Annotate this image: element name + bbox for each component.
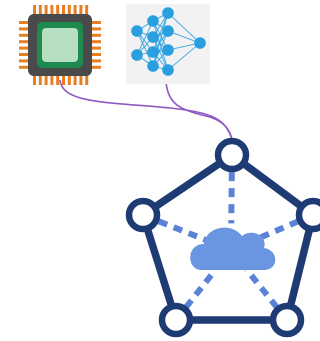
neuron	[147, 31, 159, 43]
network-node	[158, 302, 194, 338]
network-spoke	[228, 172, 235, 224]
network-spokes	[157, 172, 300, 310]
cpu-pin	[19, 59, 31, 63]
neural-connection	[136, 30, 154, 67]
cpu-pin	[89, 21, 101, 24]
cloud-icon	[190, 227, 276, 270]
cpu-pin	[19, 27, 31, 31]
neuron	[162, 44, 174, 56]
cpu-core-highlight	[42, 28, 78, 62]
neural-network-neurons	[131, 7, 206, 76]
cpu-pin	[56, 73, 60, 85]
neuron	[194, 37, 206, 49]
network-node	[295, 197, 320, 233]
network-spoke	[244, 267, 280, 310]
cpu-pin	[38, 5, 42, 17]
neural-connection	[152, 30, 169, 67]
cpu-pin	[73, 5, 77, 17]
cpu-pin	[33, 73, 36, 85]
network-nodes	[125, 137, 320, 338]
cpu-pin	[38, 73, 42, 85]
cpu-pin	[50, 73, 54, 85]
neuron	[162, 64, 174, 76]
cpu-pin	[19, 21, 31, 24]
cpu-pin	[50, 5, 54, 17]
cpu-pin	[89, 53, 101, 56]
neuron	[131, 49, 143, 61]
cpu-pin	[79, 73, 83, 85]
neuron	[147, 15, 159, 27]
network-node	[125, 197, 161, 233]
cpu-pin	[44, 5, 48, 17]
network-node	[269, 302, 305, 338]
cpu-pin	[79, 5, 83, 17]
cloud-network-icon	[125, 137, 320, 338]
connector-cpu-to-cloud-network	[59, 79, 233, 141]
cpu-chip-icon	[19, 5, 101, 85]
network-spoke	[183, 267, 218, 310]
cpu-pin	[89, 27, 101, 31]
neural-connection	[152, 36, 169, 71]
cpu-pin	[19, 40, 31, 44]
cpu-pin	[67, 5, 71, 17]
neuron	[147, 46, 159, 58]
cpu-pin	[62, 5, 65, 17]
cpu-pin	[67, 73, 71, 85]
cpu-pin	[73, 73, 77, 85]
neural-connection	[136, 20, 154, 56]
cpu-pin	[44, 73, 48, 85]
neural-connection	[167, 42, 201, 71]
cpu-pin	[19, 53, 31, 56]
neuron	[162, 7, 174, 19]
neural-network-icon	[126, 4, 210, 84]
cpu-pin	[33, 5, 36, 17]
neuron	[162, 25, 174, 37]
cpu-pin	[19, 65, 31, 69]
network-node	[214, 137, 250, 173]
cpu-pin	[89, 65, 101, 69]
neuron	[147, 60, 159, 72]
cpu-pin	[89, 33, 101, 37]
cpu-pins	[19, 5, 101, 85]
cpu-pin	[56, 5, 60, 17]
cpu-pin	[89, 40, 101, 44]
cpu-pin	[85, 5, 89, 17]
neural-connection	[152, 20, 169, 71]
cpu-pin	[62, 73, 65, 85]
cpu-pin	[89, 59, 101, 63]
neural-connection	[152, 12, 169, 53]
cpu-pin	[19, 46, 31, 50]
connector-nn-to-cloud-network	[165, 81, 233, 141]
network-spoke	[157, 218, 208, 243]
cpu-pin	[85, 73, 89, 85]
neuron	[131, 25, 143, 37]
cpu-pin	[89, 46, 101, 50]
neural-connection	[167, 12, 201, 44]
cpu-pin	[19, 33, 31, 37]
